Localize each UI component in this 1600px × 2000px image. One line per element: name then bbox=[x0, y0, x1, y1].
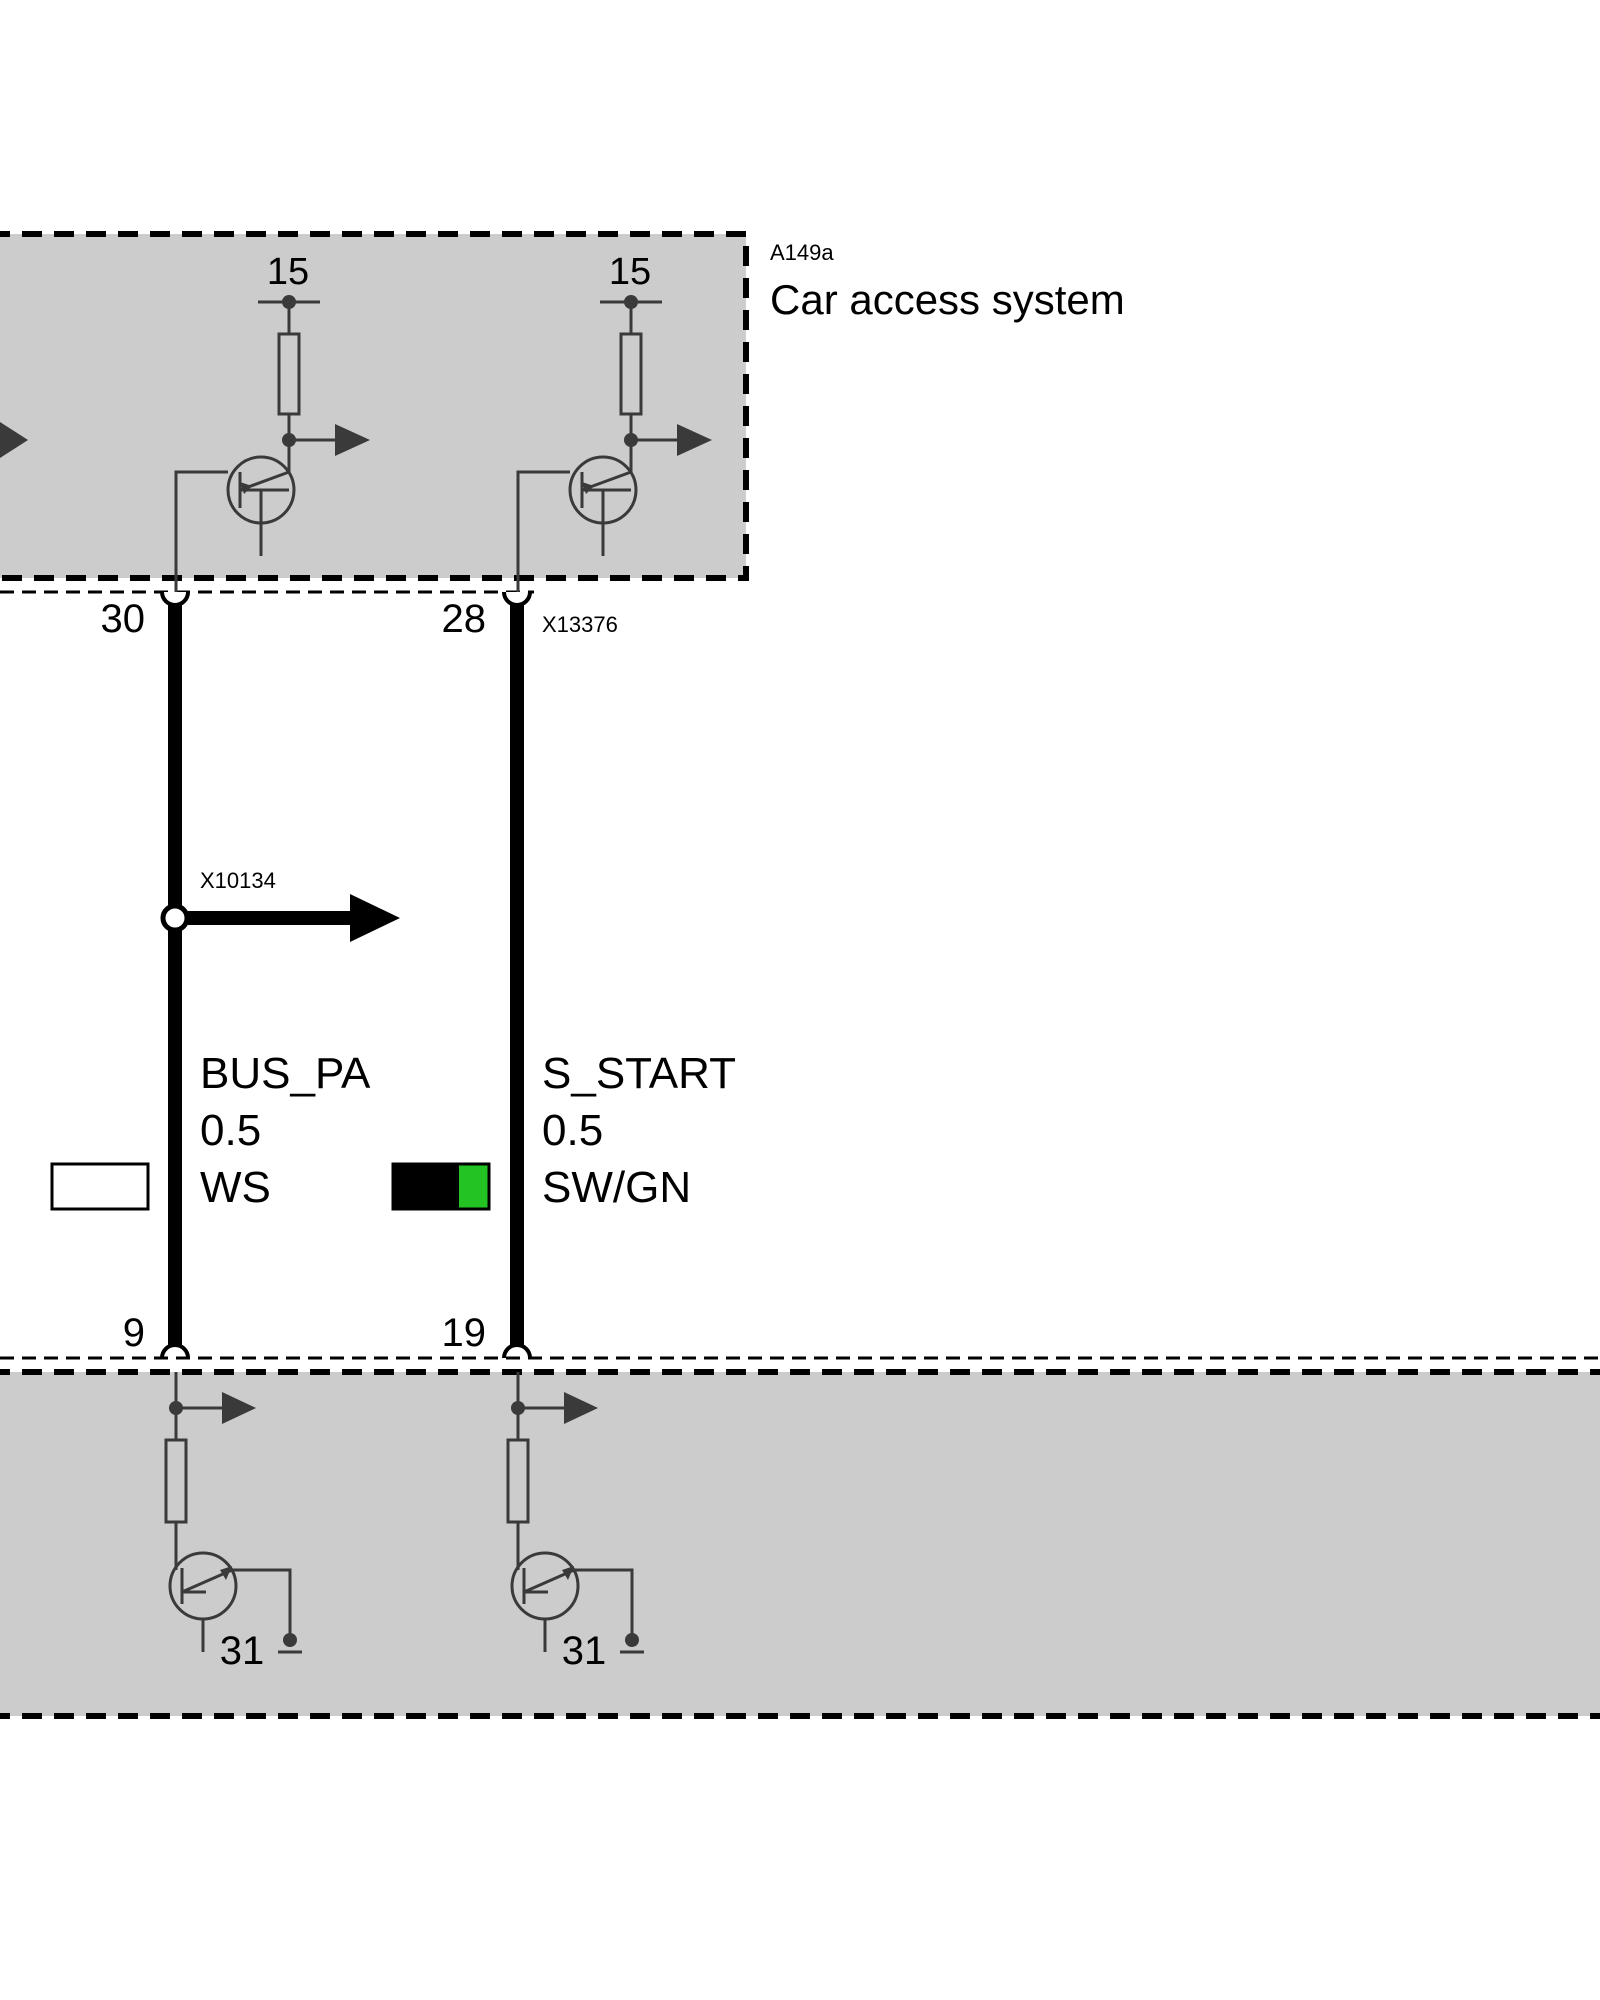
terminal-icon bbox=[160, 591, 190, 607]
pin-number: 19 bbox=[442, 1311, 487, 1355]
module-reference: A149a bbox=[770, 240, 834, 265]
bottom-module[interactable]: 31 31 bbox=[0, 1356, 1600, 1719]
bottom-input-circuit-1: 31 bbox=[164, 1372, 302, 1673]
wire-color-swatch bbox=[50, 1162, 150, 1211]
wire-s-start[interactable] bbox=[502, 591, 532, 1359]
top-driver-circuit-2: 15 bbox=[516, 251, 712, 592]
wire-signal-name: BUS_PA bbox=[200, 1049, 371, 1098]
connector-id: X13376 bbox=[542, 612, 618, 637]
wire-color-code: WS bbox=[200, 1163, 271, 1212]
bottom-input-circuit-2: 31 bbox=[506, 1372, 644, 1673]
pin-number: 30 bbox=[101, 597, 146, 641]
pin-number: 9 bbox=[123, 1311, 145, 1355]
supply-label-15: 15 bbox=[267, 251, 309, 293]
swatch-stripe bbox=[459, 1164, 489, 1209]
ground-label-31: 31 bbox=[562, 1629, 607, 1673]
wire-signal-name: S_START bbox=[542, 1049, 736, 1098]
top-driver-circuit-1: 15 bbox=[174, 251, 370, 592]
arrow-icon bbox=[564, 1392, 598, 1424]
wire-color-code: SW/GN bbox=[542, 1163, 691, 1212]
wire-color-swatch bbox=[391, 1162, 491, 1211]
splice-x10134[interactable]: X10134 bbox=[160, 868, 400, 942]
terminal-icon bbox=[502, 1343, 532, 1359]
pin-number: 28 bbox=[442, 597, 487, 641]
wire-gauge: 0.5 bbox=[200, 1106, 261, 1155]
bottom-module-box bbox=[0, 1369, 1600, 1719]
splice-id: X10134 bbox=[200, 868, 276, 893]
wire-gauge: 0.5 bbox=[542, 1106, 603, 1155]
ground-label-31: 31 bbox=[220, 1629, 265, 1673]
supply-label-15: 15 bbox=[609, 251, 651, 293]
top-module[interactable]: 15 15 bbox=[0, 231, 749, 594]
arrow-icon bbox=[0, 422, 28, 458]
arrow-icon bbox=[677, 424, 712, 456]
arrow-icon bbox=[222, 1392, 256, 1424]
arrow-icon bbox=[350, 894, 400, 942]
wire-bus-pa[interactable] bbox=[160, 591, 190, 1359]
swatch-primary bbox=[393, 1164, 459, 1209]
module-name: Car access system bbox=[770, 276, 1125, 323]
terminal-icon bbox=[160, 1343, 190, 1359]
splice-node-icon bbox=[160, 903, 190, 933]
arrow-icon bbox=[335, 424, 370, 456]
terminal-icon bbox=[502, 591, 532, 607]
